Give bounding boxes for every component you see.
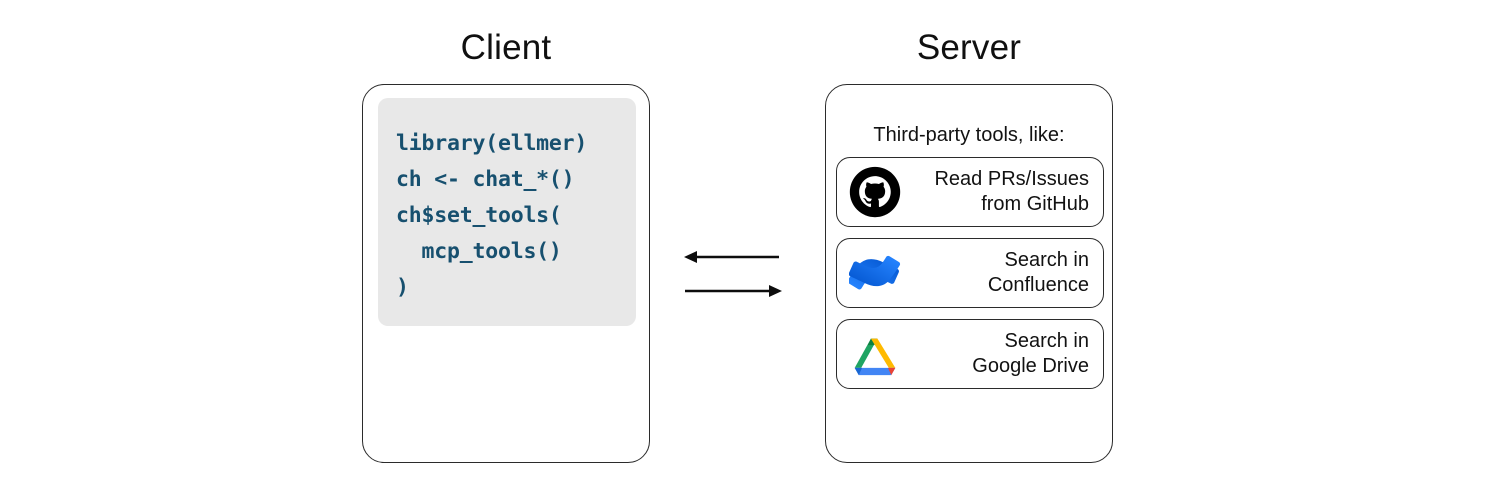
client-column-title: Client bbox=[460, 28, 552, 67]
code-block: library(ellmer) ch <- chat_*() ch$set_to… bbox=[378, 98, 636, 326]
tool-card-confluence[interactable]: Search in Confluence bbox=[836, 238, 1104, 308]
server-caption: Third-party tools, like: bbox=[873, 124, 1065, 146]
code-line-1: library(ellmer) bbox=[396, 131, 588, 156]
tool-label-github: Read PRs/Issues from GitHub bbox=[934, 168, 1089, 215]
github-icon bbox=[849, 166, 901, 218]
code-line-3: ch$set_tools( bbox=[396, 203, 562, 228]
arrow-server-to-client bbox=[684, 251, 779, 263]
confluence-icon bbox=[849, 255, 901, 290]
google-drive-icon bbox=[854, 338, 896, 376]
connector-arrows bbox=[684, 251, 782, 297]
arrow-client-to-server bbox=[685, 285, 782, 297]
code-line-5: ) bbox=[396, 275, 409, 300]
server-column-title: Server bbox=[916, 28, 1022, 67]
tool-list: Read PRs/Issues from GitHub bbox=[836, 157, 1104, 400]
code-line-2: ch <- chat_*() bbox=[396, 167, 575, 192]
tool-label-confluence: Search in Confluence bbox=[987, 249, 1089, 296]
code-line-4: mcp_tools() bbox=[396, 239, 562, 264]
tool-card-google-drive[interactable]: Search in Google Drive bbox=[836, 319, 1104, 389]
server-panel: Third-party tools, like: Read PRs/Issues… bbox=[825, 84, 1113, 463]
client-panel: library(ellmer) ch <- chat_*() ch$set_to… bbox=[362, 84, 650, 463]
tool-card-github[interactable]: Read PRs/Issues from GitHub bbox=[836, 157, 1104, 227]
tool-label-google-drive: Search in Google Drive bbox=[972, 330, 1089, 377]
